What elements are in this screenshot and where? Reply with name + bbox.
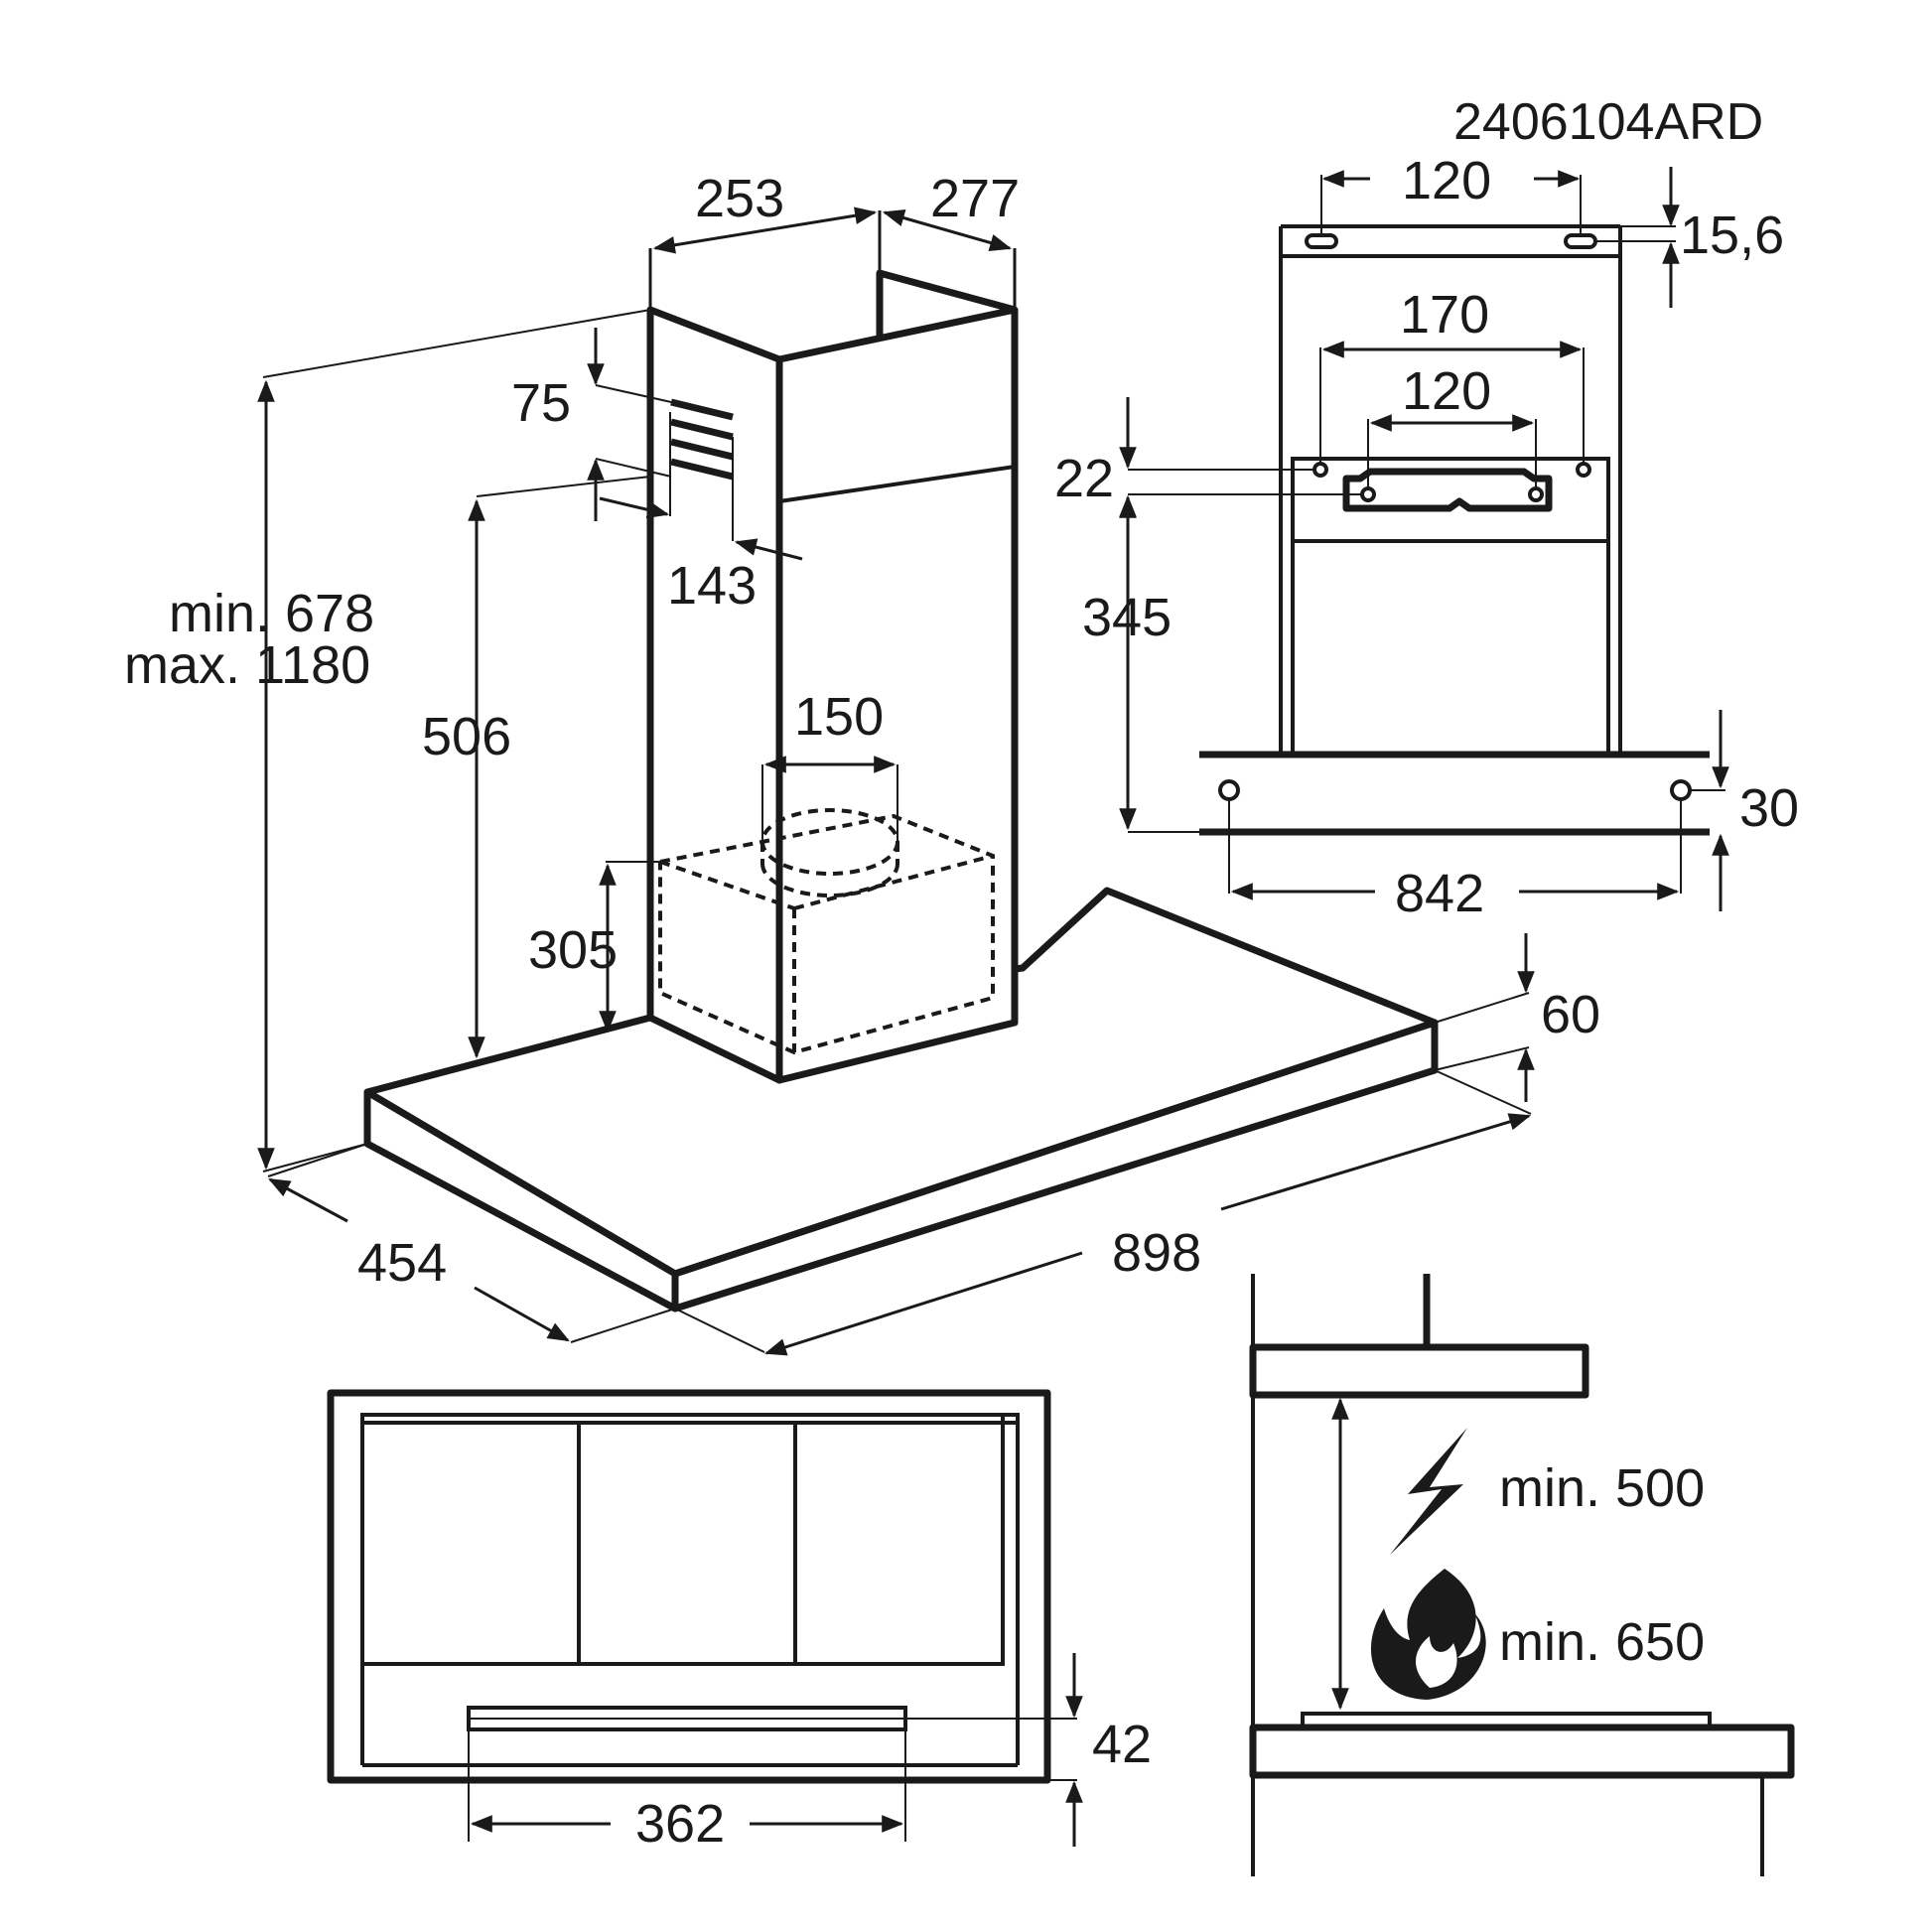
lightning-bolt-icon [1390, 1428, 1467, 1555]
dim-light-strip-width: 362 [635, 1794, 725, 1854]
flame-icon [1370, 1569, 1486, 1700]
bottom-outer-frame [327, 1389, 1051, 1784]
filter-panel-middle [577, 1421, 797, 1666]
mounting-bracket [1342, 468, 1553, 512]
dim-hole-offset: 22 [1054, 449, 1114, 508]
bottom-view: 42 362 [327, 1389, 1152, 1854]
dim-canopy-thickness: 60 [1541, 985, 1600, 1044]
gas-clearance: min. 650 [1499, 1612, 1705, 1672]
dim-chimney-width: 253 [695, 169, 784, 228]
hob-burner [1301, 1712, 1712, 1729]
top-slot-left [1305, 233, 1338, 249]
dim-inner-hole-spacing: 120 [1402, 361, 1491, 421]
dim-inner-height: 506 [422, 707, 511, 766]
hob-surface [1249, 1724, 1795, 1779]
dim-height-min: min. 678 [169, 584, 374, 643]
dim-height-max: max. 1180 [124, 635, 370, 695]
dim-rail-hole-spacing: 842 [1395, 864, 1484, 923]
dim-canopy-width: 898 [1112, 1223, 1201, 1283]
clearance-view: min. 500 min. 650 [1249, 1274, 1795, 1876]
perspective-view: 253 277 75 143 min. 678 max. 1180 506 15… [124, 169, 1600, 1356]
filter-panel-left [360, 1421, 581, 1666]
hood-profile [1249, 1343, 1589, 1399]
dim-outlet-diameter: 150 [794, 687, 884, 747]
bracket-view: 120 15,6 170 120 22 345 30 [1054, 151, 1799, 923]
dim-vent-width: 143 [667, 556, 757, 616]
electric-clearance: min. 500 [1499, 1458, 1705, 1518]
model-code: 2406104ARD [1453, 93, 1763, 151]
dim-chimney-depth: 277 [930, 169, 1020, 228]
dim-canopy-depth: 454 [357, 1233, 447, 1293]
dim-outer-hole-spacing: 170 [1400, 285, 1489, 345]
dim-light-strip-height: 42 [1092, 1715, 1152, 1774]
dim-vent-offset: 75 [511, 373, 571, 433]
dim-rail-offset: 30 [1739, 778, 1799, 838]
dim-top-slot-spacing: 120 [1402, 151, 1491, 210]
chimney-joint-line [778, 465, 1016, 503]
dim-top-offset: 15,6 [1680, 206, 1784, 265]
dim-box-height: 305 [528, 920, 618, 980]
vent-slots [670, 398, 734, 481]
filter-panel-right [793, 1421, 1005, 1666]
dim-bracket-height: 345 [1082, 588, 1172, 647]
top-slot-right [1564, 233, 1597, 249]
